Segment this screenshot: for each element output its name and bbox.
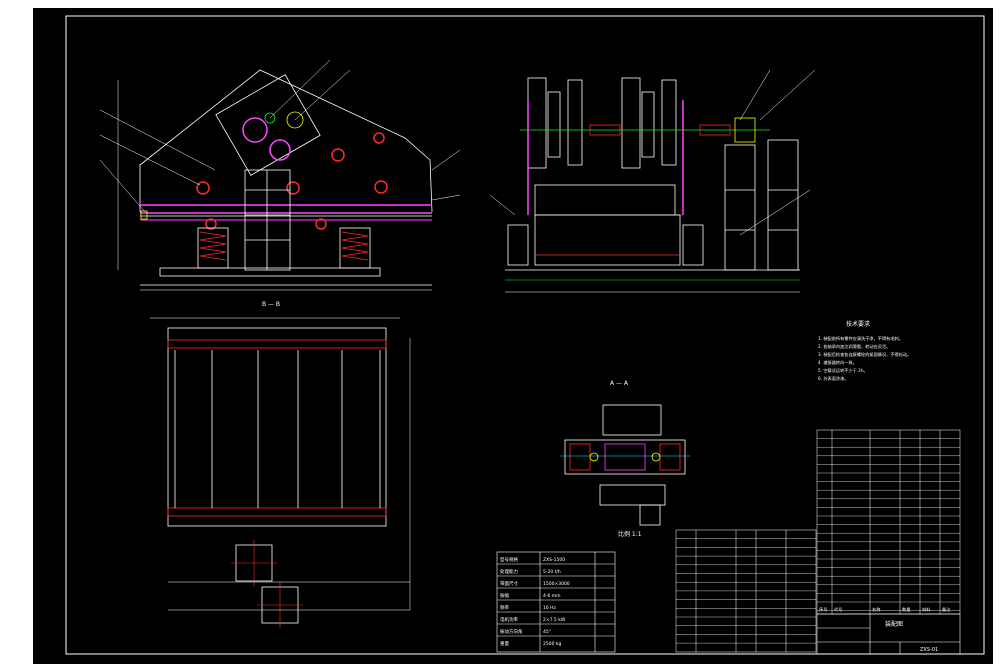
param-name: 振动方向角 (500, 628, 523, 635)
param-value: 2×7.5 kW (543, 617, 566, 623)
parts-list (675, 429, 961, 653)
param-value: 4-6 mm (543, 593, 561, 599)
param-value: 45° (543, 629, 551, 635)
param-value: 16 Hz (543, 605, 557, 611)
parts-header-cell: 代号 (834, 606, 842, 613)
drawing-number: ZXS-01 (920, 647, 938, 653)
tech-requirement-line: 1. 装配前所有零件应清洗干净，不得有毛刺。 (818, 335, 903, 342)
parts-header-cell: 名称 (872, 606, 880, 613)
title-block-name: 装配图 (885, 620, 903, 628)
title-block (816, 613, 961, 655)
tech-requirement-line: 6. 外表面涂漆。 (818, 375, 848, 382)
tech-requirements-title: 技术要求 (846, 320, 870, 328)
section-aa-label: A — A (610, 380, 629, 387)
drawing-background (33, 8, 993, 664)
param-value: 1500×3000 (543, 581, 570, 587)
param-name: 处理能力 (500, 568, 518, 575)
param-value: 2500 kg (543, 641, 561, 647)
param-name: 重量 (500, 640, 509, 647)
param-name: 筛面尺寸 (500, 580, 518, 587)
param-name: 型号规格 (500, 556, 518, 563)
plan-view-bb (150, 317, 411, 628)
drawing-border (65, 15, 985, 655)
tech-requirement-line: 5. 空载试运转不少于 2h。 (818, 367, 868, 374)
tech-requirements: 1. 装配前所有零件应清洗干净，不得有毛刺。2. 各轴承内加注润滑脂，转动应灵活… (818, 335, 911, 382)
ratio-label: 比例 1:1 (618, 530, 642, 538)
parameter-table (496, 551, 616, 653)
front-view (99, 59, 461, 291)
param-value: ZXS-1500 (543, 557, 565, 563)
side-view (489, 69, 816, 293)
tech-requirement-line: 4. 激振器转向一致。 (818, 359, 857, 366)
parts-header-cell: 备注 (942, 606, 951, 613)
tech-requirement-line: 2. 各轴承内加注润滑脂，转动应灵活。 (818, 343, 890, 350)
section-bb-label: B — B (262, 301, 280, 308)
section-aa (560, 404, 690, 526)
parts-header-cell: 序号 (819, 606, 827, 613)
parameter-table-text: 型号规格 ZXS-1500 处理能力 5-20 t/h 筛面尺寸 1500×3000 振幅 4… (500, 556, 570, 647)
param-name: 振幅 (500, 592, 509, 599)
param-value: 5-20 t/h (543, 569, 561, 575)
param-name: 频率 (500, 604, 509, 611)
parts-rows: 序号代号 名称 数量 材料 备注 (676, 438, 960, 644)
param-name: 电机功率 (500, 616, 518, 623)
tech-requirement-line: 3. 装配后检查各连接螺栓的紧固情况，不得松动。 (818, 351, 911, 358)
parts-header-cell: 数量 (902, 606, 910, 613)
parts-header-cell: 材料 (922, 606, 931, 613)
